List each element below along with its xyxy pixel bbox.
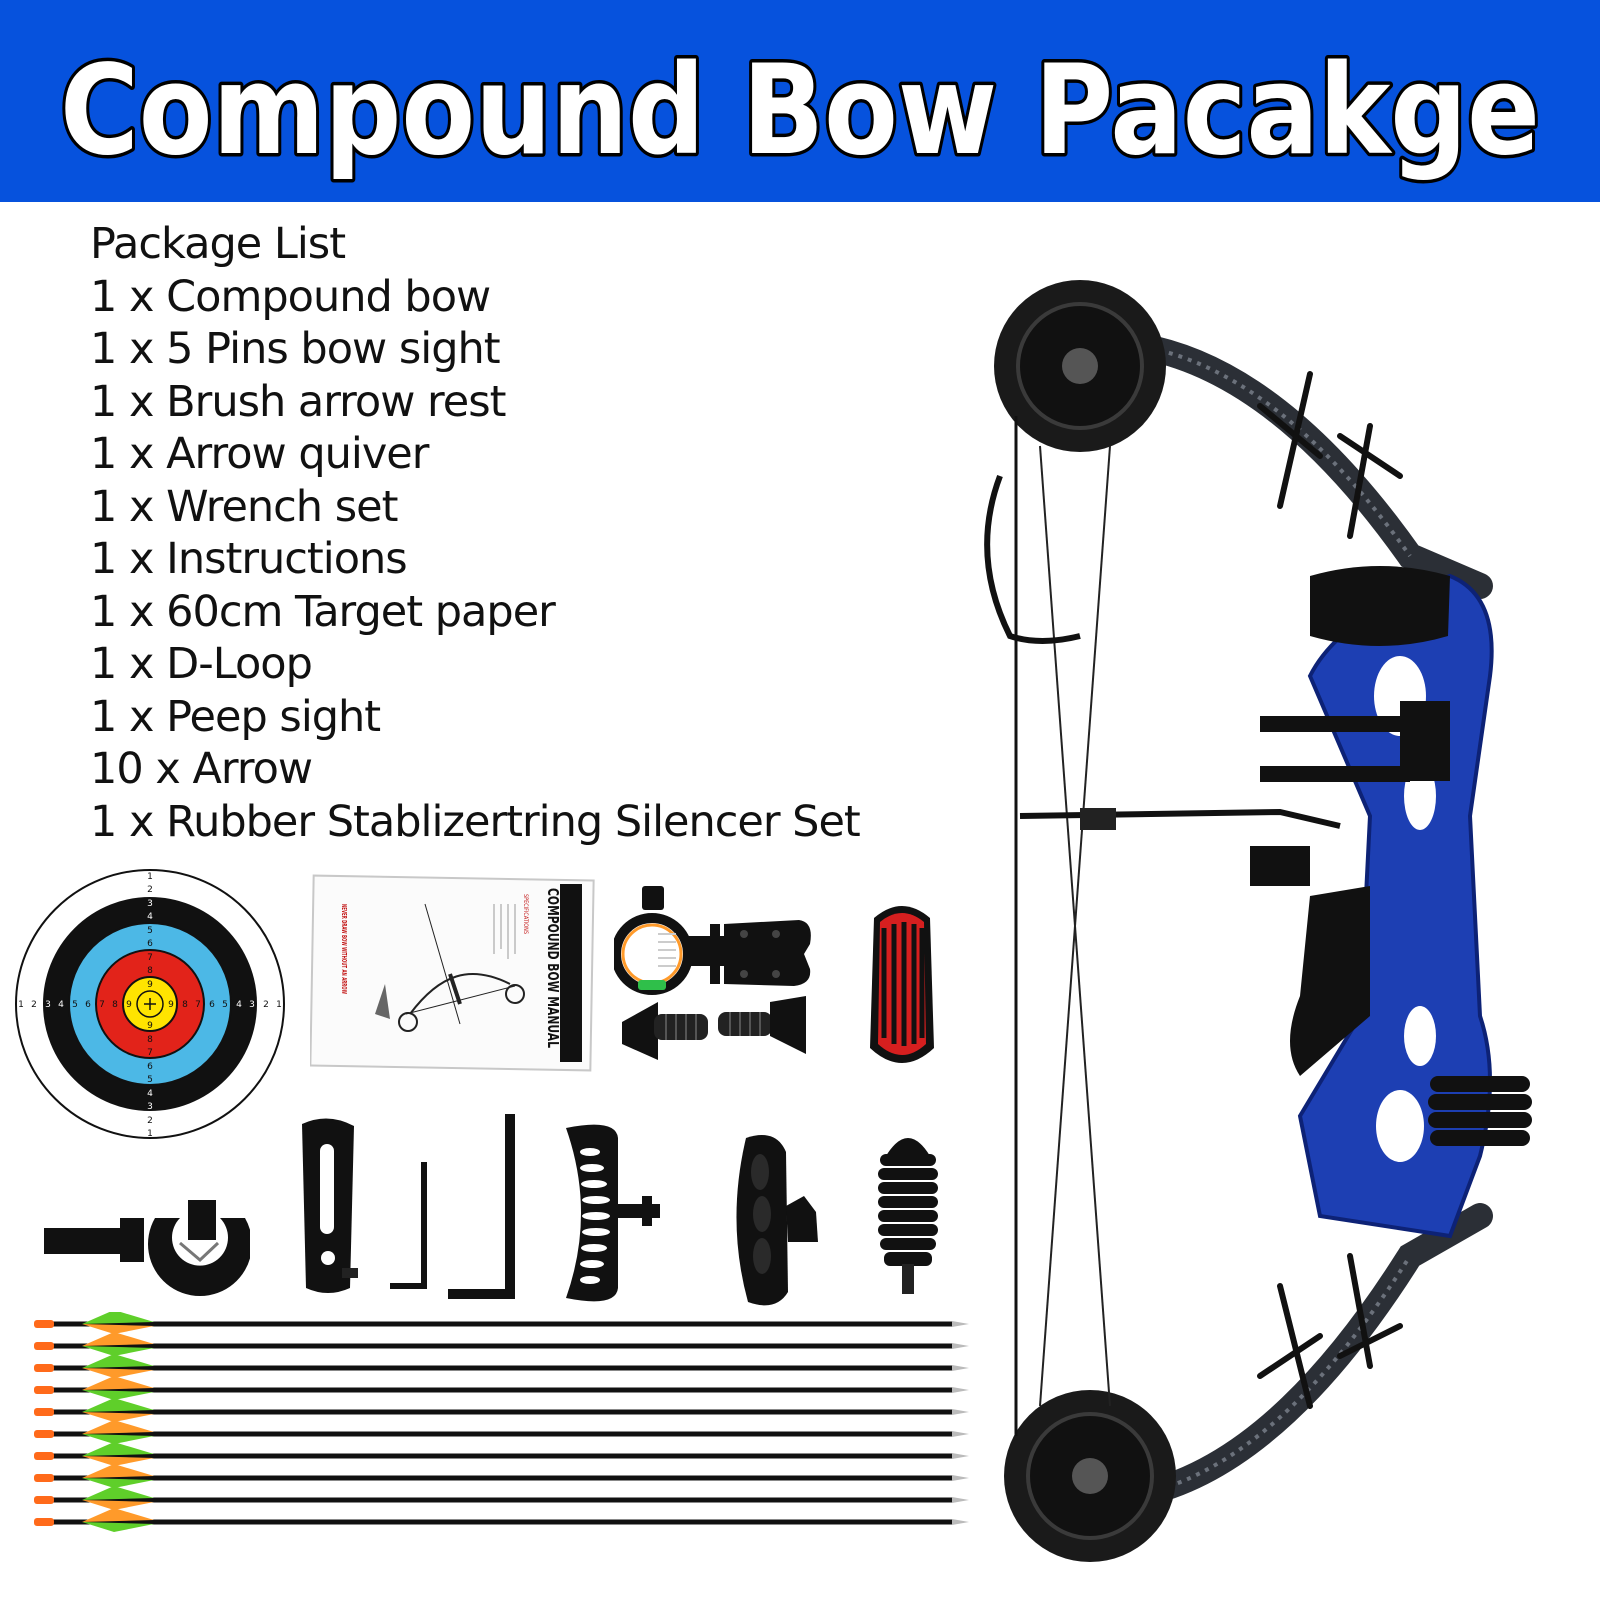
ring-number: 8	[182, 1000, 188, 1010]
instruction-manual: COMPOUND BOW MANUAL NEVER DRAW BOW WITHO…	[310, 874, 598, 1074]
title-graphic: Compound Bow Pacakge	[57, 36, 1544, 187]
wrench-icon	[302, 1118, 358, 1293]
ring-number: 7	[147, 1048, 153, 1058]
arrows-graphic	[34, 1312, 969, 1532]
list-item: 1 x Instructions	[90, 534, 408, 584]
ring-number: 4	[147, 1089, 153, 1099]
quiver-icon	[566, 1124, 660, 1302]
ring-number: 2	[147, 1116, 153, 1126]
arrow-rest-icon	[44, 1200, 250, 1296]
arrow-quiver-clip	[556, 1118, 666, 1308]
arrow-icon	[34, 1376, 969, 1400]
list-item: 1 x Rubber Stablizertring Silencer Set	[90, 796, 861, 847]
ring-number: 8	[112, 1000, 118, 1010]
ring-number: 9	[168, 1000, 174, 1010]
arrow-icon	[34, 1486, 969, 1510]
ring-number: 4	[147, 912, 153, 922]
wrench-set	[862, 898, 942, 1074]
arrow-icon	[34, 1508, 969, 1532]
ring-number: 3	[45, 1000, 51, 1010]
ring-number: 1	[276, 1000, 282, 1010]
banner-title: Compound Bow Pacakge	[60, 39, 1540, 183]
arrow-icon	[34, 1354, 969, 1378]
list-item: 1 x Wrench set	[90, 481, 398, 532]
hex-key-icon	[390, 1114, 515, 1299]
manual-spec-heading: SPECIFICATIONS	[522, 894, 529, 934]
title-banner: Compound Bow Pacakge	[0, 0, 1600, 202]
ring-number: 1	[18, 1000, 24, 1010]
ring-number: 1	[147, 872, 153, 882]
package-list: Package List 1 x Compound bow 1 x 5 Pins…	[90, 218, 861, 848]
ring-number: 7	[147, 953, 153, 963]
arrow-icon	[34, 1464, 969, 1488]
hex-key-set	[384, 1110, 524, 1300]
ring-number: 4	[58, 1000, 64, 1010]
arrow-icon	[34, 1312, 969, 1334]
list-item: 1 x Peep sight	[90, 691, 381, 742]
ring-number: 3	[147, 899, 153, 909]
ring-number: 5	[147, 1075, 153, 1085]
stabilizer-icon	[878, 1138, 938, 1294]
ring-number: 7	[99, 1000, 105, 1010]
list-item: 1 x Arrow quiver	[90, 429, 429, 479]
ring-number: 6	[209, 1000, 215, 1010]
wrench-set-icon	[870, 906, 934, 1063]
ring-number: 1	[147, 1129, 153, 1139]
manual-icon: COMPOUND BOW MANUAL NEVER DRAW BOW WITHO…	[310, 874, 595, 1072]
arrow-bundle	[34, 1312, 994, 1552]
ring-number: 3	[147, 1102, 153, 1112]
quiver-icon	[736, 1135, 818, 1306]
ring-number: 5	[147, 926, 153, 936]
manual-warning: NEVER DRAW BOW WITHOUT AN ARROW	[340, 904, 348, 994]
ring-number: 7	[195, 1000, 201, 1010]
ring-number: 3	[249, 1000, 255, 1010]
ring-number: 5	[222, 1000, 228, 1010]
compound-bow-icon	[984, 280, 1532, 1562]
wrench	[292, 1118, 364, 1298]
ring-number: 2	[263, 1000, 269, 1010]
list-item: 1 x 60cm Target paper	[90, 586, 556, 637]
ring-number: 9	[147, 980, 153, 990]
arrow-quiver-hood	[726, 1132, 836, 1312]
list-item: 1 x Brush arrow rest	[90, 376, 507, 427]
list-item: 10 x Arrow	[90, 744, 313, 794]
ring-number: 8	[147, 1035, 153, 1045]
target-icon: 1 2 3 4 5 6 7 8 9 1 2 3 4 5 6 7 8 9 9 8 …	[15, 869, 285, 1139]
ring-number: 2	[31, 1000, 37, 1010]
manual-title: COMPOUND BOW MANUAL	[544, 888, 562, 1048]
ring-number: 9	[147, 1021, 153, 1031]
arrow-icon	[34, 1332, 969, 1356]
ring-number: 6	[147, 1062, 153, 1072]
arrow-icon	[34, 1398, 969, 1422]
ring-number: 2	[147, 885, 153, 895]
arrow-icon	[34, 1442, 969, 1466]
arrow-icon	[34, 1420, 969, 1444]
target-paper: 1 2 3 4 5 6 7 8 9 1 2 3 4 5 6 7 8 9 9 8 …	[14, 868, 286, 1140]
ring-number: 5	[72, 1000, 78, 1010]
package-list-heading: Package List	[90, 219, 346, 269]
compound-bow	[980, 256, 1594, 1592]
list-item: 1 x Compound bow	[90, 271, 491, 322]
list-item: 1 x D-Loop	[90, 639, 313, 689]
ring-number: 9	[126, 1000, 132, 1010]
ring-number: 6	[85, 1000, 91, 1010]
ring-number: 8	[147, 966, 153, 976]
bow-sight	[614, 884, 824, 1074]
ring-number: 4	[236, 1000, 242, 1010]
arrow-rest	[40, 1198, 250, 1318]
rubber-stabilizer	[872, 1126, 944, 1300]
bow-sight-icon	[614, 886, 811, 1060]
list-item: 1 x 5 Pins bow sight	[90, 324, 501, 374]
ring-number: 6	[147, 939, 153, 949]
